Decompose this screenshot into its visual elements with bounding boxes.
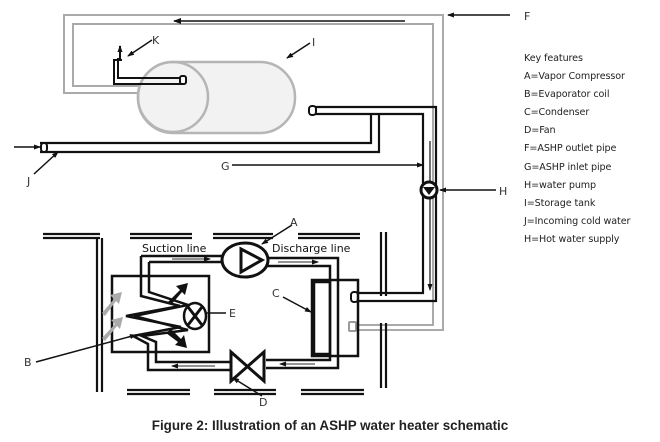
label-discharge-line: Discharge line — [272, 242, 351, 255]
legend-item: G=ASHP inlet pipe — [524, 161, 612, 173]
label-c: C — [272, 287, 280, 300]
legend-item: A=Vapor Compressor — [524, 71, 625, 83]
air-outflow-arrows — [166, 283, 188, 348]
legend-item: H=Hot water supply — [524, 233, 620, 245]
legend-item: C=Condenser — [524, 107, 590, 119]
vapor-compressor-icon — [220, 241, 270, 279]
evaporator-coil — [110, 256, 233, 372]
legend-item: J=Incoming cold water — [524, 215, 631, 227]
air-intake-arrows — [102, 292, 123, 341]
legend-item: I=Storage tank — [524, 197, 596, 209]
figure-caption: Figure 2: Illustration of an ASHP water … — [151, 418, 509, 433]
legend-item: B=Evaporator coil — [524, 89, 610, 101]
unit-housing-walls — [43, 232, 388, 396]
legend-item: D=Fan — [524, 125, 556, 137]
label-j: J — [26, 175, 30, 188]
flow-arrows-refrigerant — [171, 256, 319, 369]
condenser — [310, 278, 360, 358]
label-g: G — [221, 160, 230, 173]
storage-tank — [136, 60, 297, 135]
legend-item: F=ASHP outlet pipe — [524, 143, 617, 155]
leader-lines — [33, 12, 510, 397]
label-a: A — [290, 216, 298, 229]
label-i: I — [312, 36, 315, 49]
legend-item: H=water pump — [524, 179, 597, 191]
fan-motor-icon — [182, 301, 208, 331]
refrigerant-loop — [141, 254, 340, 370]
label-k: K — [152, 34, 160, 47]
label-suction-line: Suction line — [142, 242, 207, 255]
label-b: B — [24, 356, 32, 369]
hot-water-supply-pipe — [113, 45, 187, 85]
legend-title: Key features — [524, 53, 583, 64]
label-h: H — [499, 185, 507, 198]
expansion-valve-icon — [229, 348, 266, 385]
key-features-legend: Key features A=Vapor Compressor B=Evapor… — [524, 50, 660, 249]
ashp-inlet-pipe — [40, 105, 438, 303]
label-e: E — [229, 307, 236, 320]
label-d: D — [259, 396, 267, 409]
label-f: F — [524, 10, 530, 23]
water-pump-icon — [419, 180, 439, 200]
